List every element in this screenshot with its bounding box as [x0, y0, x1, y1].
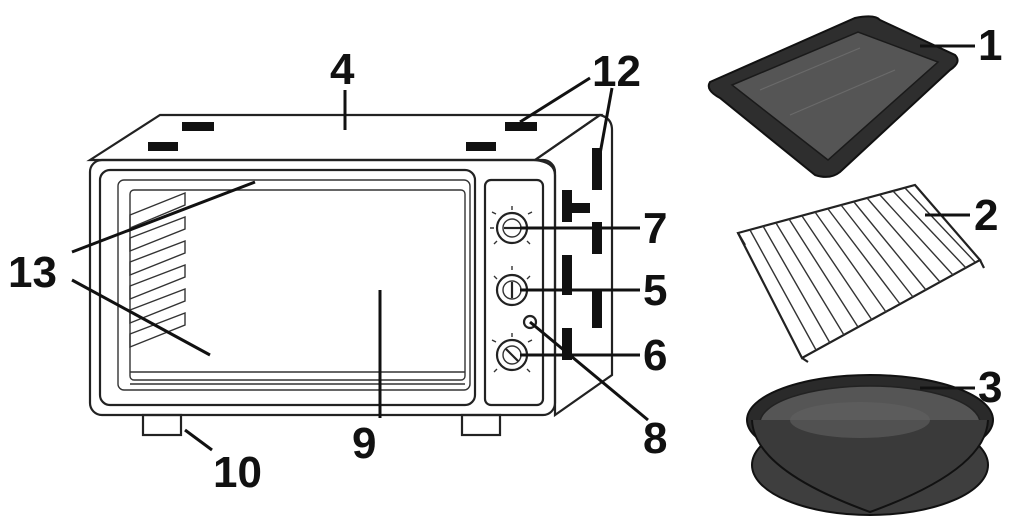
leader-line-12a	[519, 76, 591, 124]
oven-door-frame	[98, 168, 477, 407]
timer-knob	[491, 333, 533, 373]
callout-1: 1	[978, 21, 1002, 70]
callout-3: 3	[978, 363, 1002, 412]
rack-guide	[129, 263, 186, 301]
leader-line-12b	[596, 87, 614, 166]
callout-5: 5	[643, 266, 667, 315]
callout-2: 2	[974, 191, 998, 240]
callout-10: 10	[213, 448, 262, 497]
callout-labels: 1 2 3 4 12 7 5 6 8 9 10 13	[8, 21, 1002, 497]
callout-8: 8	[643, 414, 667, 463]
rack-guide	[129, 215, 186, 253]
function-knob	[493, 266, 531, 307]
oven-front-body	[88, 158, 557, 417]
baking-tray	[707, 15, 959, 178]
thermostat-knob	[490, 206, 534, 245]
callout-12: 12	[592, 47, 641, 96]
leader-line-8	[529, 320, 649, 422]
rack-guides	[129, 191, 186, 349]
callout-13: 13	[8, 248, 57, 297]
callout-6: 6	[643, 331, 667, 380]
oven-inner-cavity	[129, 189, 466, 381]
top-vents	[148, 122, 537, 151]
rack-guide	[129, 287, 186, 325]
leader-line-13b	[71, 278, 211, 357]
callout-7: 7	[643, 204, 667, 253]
control-panel	[483, 178, 545, 407]
leader-line-13a	[71, 180, 256, 254]
callout-9: 9	[352, 419, 376, 468]
oven-door-glass	[117, 179, 471, 391]
wire-rack	[736, 183, 985, 363]
oven-foot	[460, 413, 502, 437]
rack-guide	[129, 311, 186, 349]
indicator-light	[522, 314, 538, 330]
pizza-pan	[746, 374, 994, 516]
side-vents	[562, 148, 602, 360]
oven-foot	[141, 413, 183, 437]
leader-lines	[71, 44, 975, 452]
rack-guide	[129, 239, 186, 277]
rack-guide	[129, 191, 186, 230]
leader-line-10	[184, 428, 213, 452]
callout-4: 4	[330, 45, 355, 94]
oven-illustration	[86, 113, 614, 437]
